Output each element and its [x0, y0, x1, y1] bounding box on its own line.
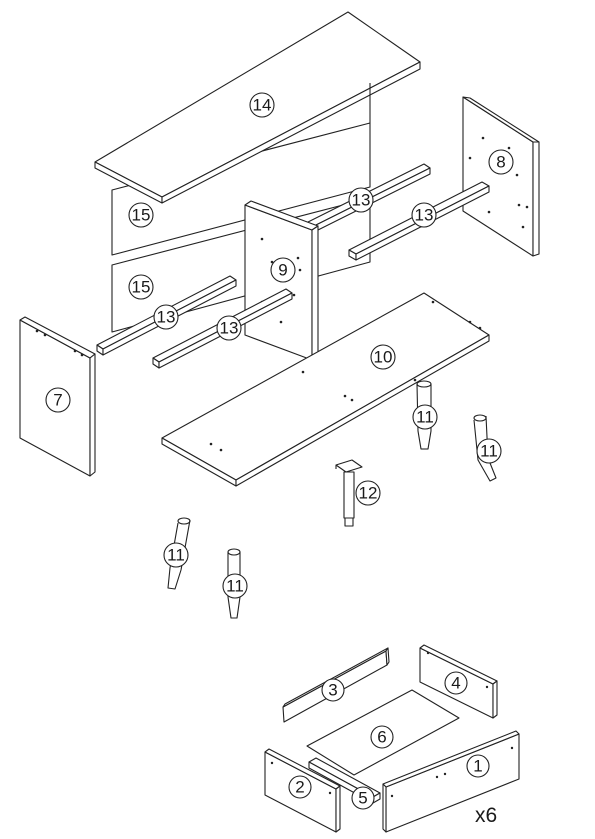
divider-panel	[244, 200, 319, 361]
svg-text:2: 2	[295, 778, 304, 797]
side-panel-right	[462, 96, 540, 257]
label-drawer-bottom: 6	[370, 725, 394, 749]
svg-text:1: 1	[473, 757, 482, 776]
svg-text:4: 4	[451, 674, 460, 693]
svg-text:10: 10	[374, 348, 393, 367]
label-divider-panel: 9	[270, 257, 296, 283]
drawer-quantity: x6	[475, 804, 497, 827]
back-panel-upper	[111, 122, 371, 256]
svg-text:15: 15	[132, 206, 151, 225]
svg-text:5: 5	[358, 789, 367, 808]
label-bottom-panel: 10	[370, 344, 396, 370]
label-leg-left-a: 11	[163, 542, 189, 568]
center-support	[335, 459, 363, 527]
label-drawer-runner: 5	[351, 786, 375, 810]
label-drawer-back: 3	[321, 678, 345, 702]
svg-text:11: 11	[480, 442, 498, 461]
label-side-panel-right: 8	[488, 149, 514, 175]
svg-text:13: 13	[352, 191, 371, 210]
svg-text:13: 13	[157, 308, 176, 327]
svg-text:11: 11	[167, 546, 185, 565]
label-rail-lower-left: 13	[153, 304, 179, 330]
svg-text:13: 13	[220, 319, 239, 338]
svg-text:12: 12	[359, 484, 378, 503]
svg-text:13: 13	[415, 206, 434, 225]
label-side-panel-left: 7	[45, 387, 71, 413]
svg-text:7: 7	[53, 391, 62, 410]
label-drawer-side-right: 4	[444, 671, 468, 695]
svg-text:8: 8	[496, 153, 505, 172]
label-leg-left-b: 11	[222, 573, 248, 599]
label-back-panel-upper: 15	[128, 202, 154, 228]
label-rail-upper-middle: 13	[348, 187, 374, 213]
svg-text:11: 11	[226, 577, 244, 596]
label-rail-lower-middle: 13	[216, 315, 242, 341]
label-drawer-front: 1	[466, 754, 490, 778]
label-center-support: 12	[355, 480, 381, 506]
svg-text:11: 11	[416, 408, 434, 427]
bottom-panel	[161, 292, 490, 487]
svg-text:6: 6	[377, 728, 386, 747]
label-rail-upper-right: 13	[411, 202, 437, 228]
label-top-panel: 14	[249, 92, 275, 118]
svg-text:14: 14	[253, 96, 272, 115]
label-leg-right-a: 11	[412, 404, 438, 430]
svg-text:15: 15	[132, 278, 151, 297]
label-back-panel-lower: 15	[128, 274, 154, 300]
svg-text:3: 3	[328, 681, 337, 700]
label-drawer-side-left: 2	[288, 775, 312, 799]
label-leg-right-b: 11	[476, 438, 502, 464]
svg-text:9: 9	[278, 261, 287, 280]
